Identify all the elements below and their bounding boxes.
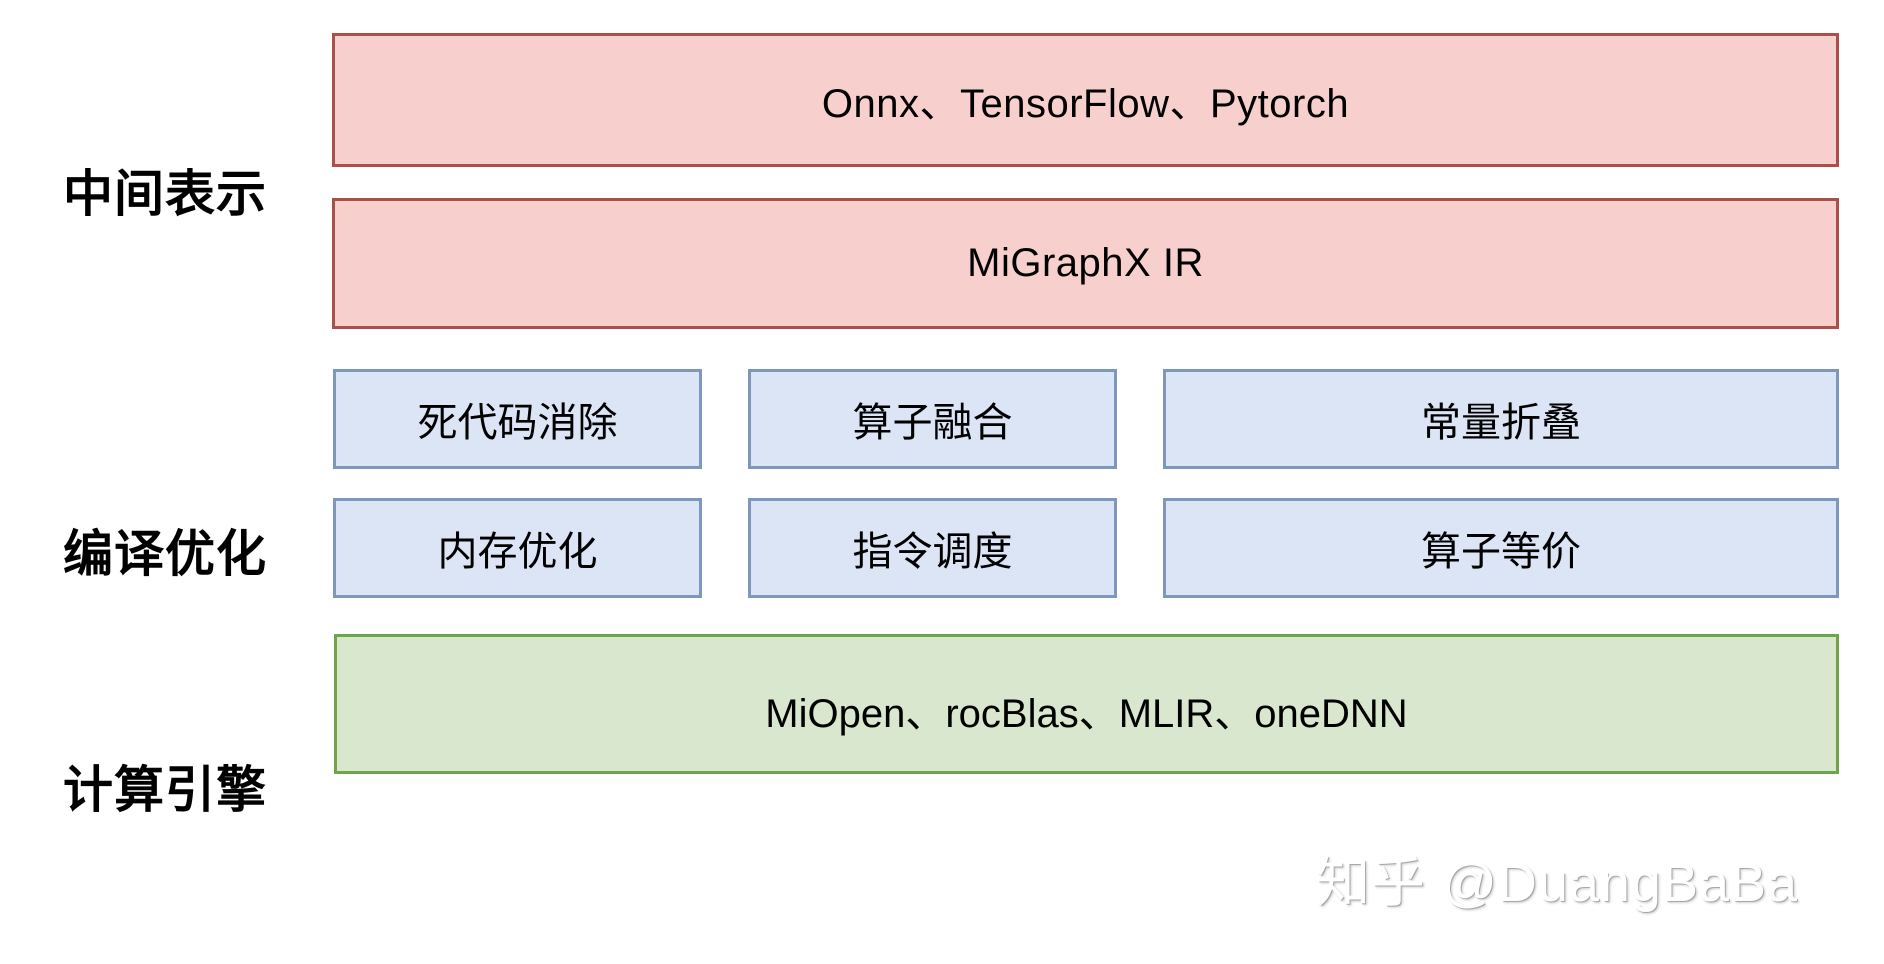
box-memory-optimization-label: 内存优化 (437, 530, 598, 574)
stage-label-compute-engine: 计算引擎 (63, 762, 267, 818)
stage-label-compile-optimization: 编译优化 (63, 526, 267, 582)
box-migraphx-ir[interactable]: MiGraphX IR (332, 198, 1839, 329)
watermark: 知乎 @DuangBaBa (1316, 853, 1799, 913)
box-constant-folding[interactable]: 常量折叠 (1163, 369, 1839, 469)
box-memory-optimization[interactable]: 内存优化 (333, 498, 702, 598)
box-constant-folding-label: 常量折叠 (1421, 401, 1581, 445)
box-compute-engine-libraries[interactable]: MiOpen、rocBlas、MLIR、oneDNN (334, 634, 1839, 774)
box-dead-code-elimination[interactable]: 死代码消除 (333, 369, 702, 469)
box-compute-engine-libraries-label: MiOpen、rocBlas、MLIR、oneDNN (765, 692, 1408, 736)
box-frameworks[interactable]: Onnx、TensorFlow、Pytorch (332, 33, 1839, 167)
stage-label-intermediate-representation: 中间表示 (63, 166, 267, 222)
box-operator-equivalence-label: 算子等价 (1421, 530, 1581, 574)
box-dead-code-elimination-label: 死代码消除 (417, 401, 618, 445)
box-migraphx-ir-label: MiGraphX IR (967, 241, 1204, 285)
box-operator-fusion[interactable]: 算子融合 (748, 369, 1117, 469)
box-operator-fusion-label: 算子融合 (852, 401, 1013, 445)
box-instruction-scheduling-label: 指令调度 (852, 530, 1013, 574)
box-instruction-scheduling[interactable]: 指令调度 (748, 498, 1117, 598)
box-operator-equivalence[interactable]: 算子等价 (1163, 498, 1839, 598)
box-frameworks-label: Onnx、TensorFlow、Pytorch (821, 82, 1350, 126)
